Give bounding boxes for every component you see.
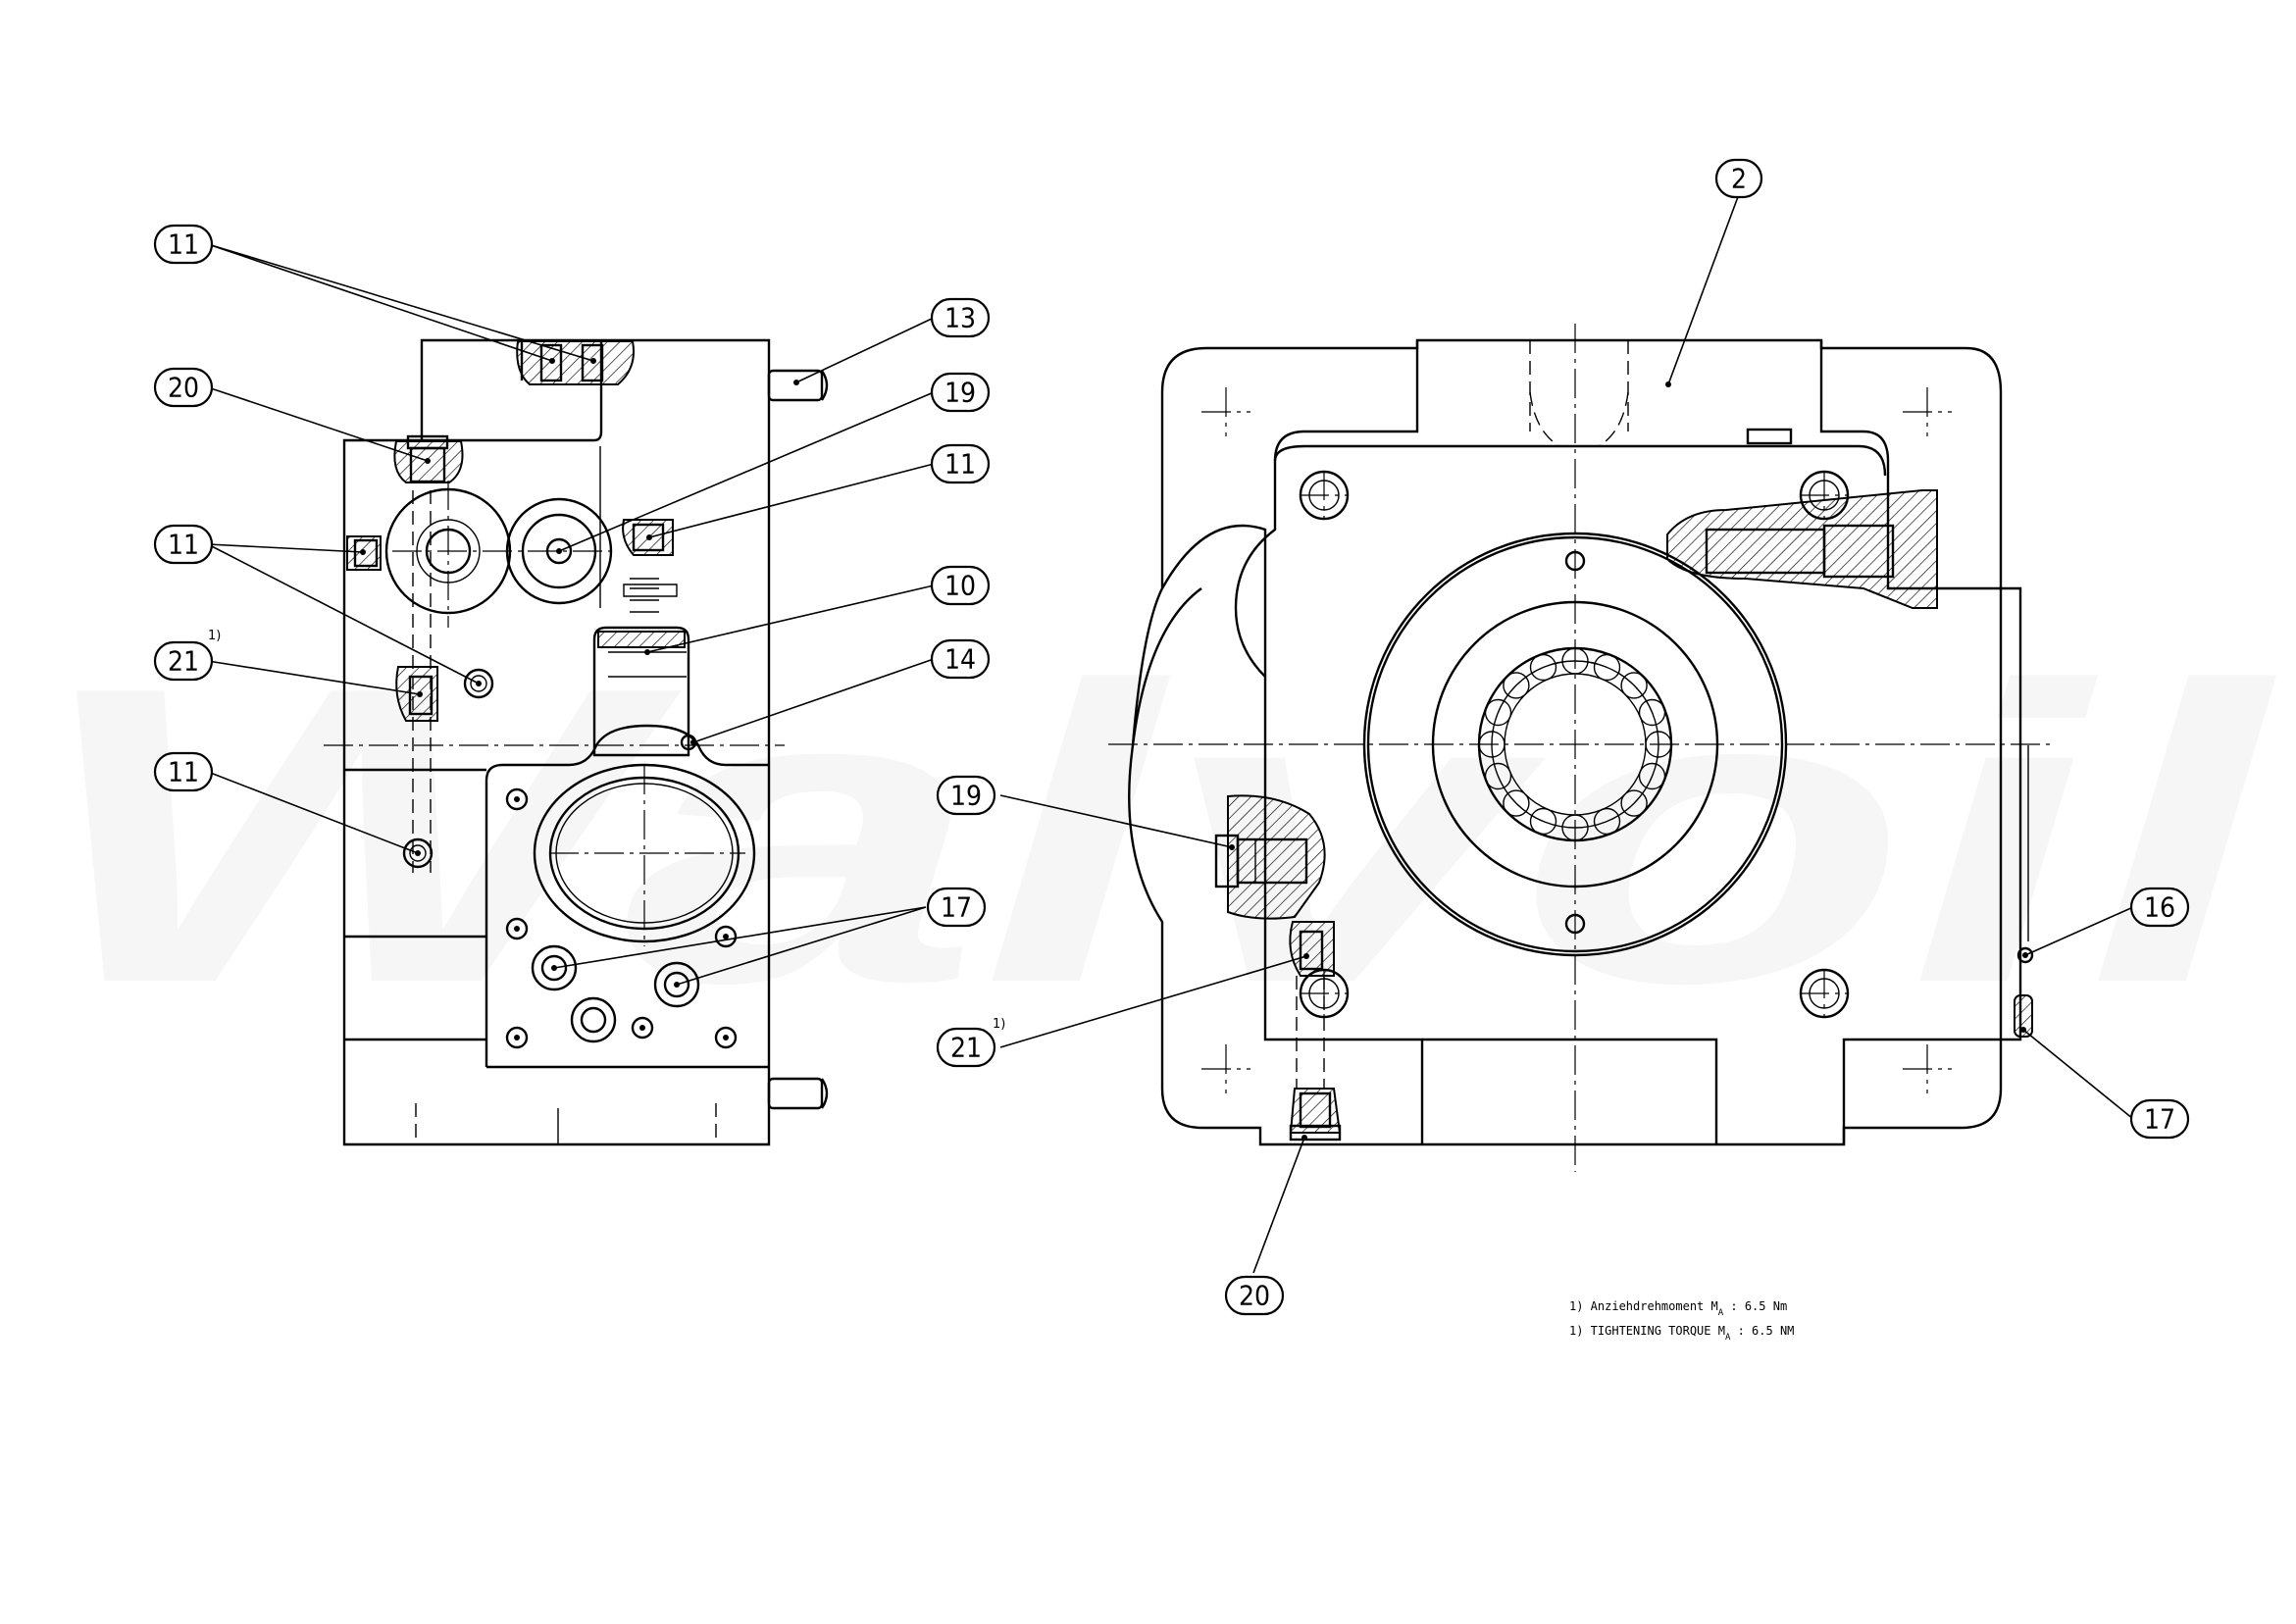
balloon-14: 14 (930, 638, 991, 680)
spline-tooth (1503, 789, 1530, 817)
spline-tooth (1503, 672, 1530, 699)
balloon-label: 10 (944, 570, 976, 602)
balloon-11-mid-left: 11 (153, 524, 214, 565)
balloon-19-left: 19 (930, 372, 991, 413)
balloon-footnote-mark: 1) (208, 629, 221, 643)
balloon-13: 13 (930, 297, 991, 338)
balloon-label: 11 (168, 529, 199, 561)
spline-tooth (1529, 653, 1557, 682)
balloon-label: 11 (168, 756, 199, 788)
balloon-label: 16 (2144, 891, 2175, 924)
balloon-label: 11 (168, 228, 199, 261)
balloon-17-left: 17 (926, 887, 987, 928)
balloon-11-right: 11 (930, 443, 991, 484)
balloon-21-right: 21 1) (936, 1017, 1005, 1068)
balloon-10: 10 (930, 565, 991, 606)
watermark-text: Walvoil (29, 600, 2277, 1071)
balloon-label: 11 (944, 448, 976, 481)
balloon-2: 2 (1714, 158, 1763, 199)
spline-tooth (1593, 807, 1621, 836)
spline-tooth (1484, 762, 1512, 790)
balloon-21-left: 21 1) (153, 629, 221, 682)
spline-tooth (1638, 698, 1666, 727)
balloon-footnote-mark: 1) (993, 1017, 1005, 1032)
spline-tooth (1484, 698, 1512, 727)
balloon-11-low-left: 11 (153, 751, 214, 792)
balloon-label: 19 (944, 377, 976, 409)
balloon-label: 17 (941, 891, 972, 924)
note-de: 1) Anziehdrehmoment MA : 6.5 Nm (1569, 1299, 1787, 1318)
balloon-20-right: 20 (1224, 1275, 1285, 1316)
spline-tooth (1638, 762, 1666, 790)
spline-tooth (1620, 789, 1648, 817)
right-view (1108, 324, 2050, 1172)
balloon-label: 21 (950, 1032, 982, 1064)
torque-notes: 1) Anziehdrehmoment MA : 6.5 Nm 1) TIGHT… (1569, 1299, 1794, 1343)
balloon-label: 17 (2144, 1103, 2175, 1136)
balloon-16: 16 (2129, 887, 2190, 928)
balloon-20-left: 20 (153, 367, 214, 408)
balloon-label: 13 (944, 302, 976, 334)
balloon-label: 19 (950, 780, 982, 812)
balloon-17-right: 17 (2129, 1098, 2190, 1140)
note-en: 1) TIGHTENING TORQUE MA : 6.5 NM (1569, 1324, 1794, 1343)
balloon-label: 21 (168, 645, 199, 678)
balloon-19-right: 19 (936, 775, 996, 816)
balloon-11-top: 11 (153, 224, 214, 265)
balloon-label: 20 (168, 372, 199, 404)
leader-lines (207, 193, 2134, 1274)
spline-tooth (1620, 672, 1648, 699)
balloon-label: 20 (1239, 1280, 1270, 1312)
balloon-label: 14 (944, 643, 976, 676)
spline-tooth (1529, 807, 1557, 836)
balloon-label: 2 (1731, 163, 1747, 195)
spline-tooth (1593, 653, 1621, 682)
